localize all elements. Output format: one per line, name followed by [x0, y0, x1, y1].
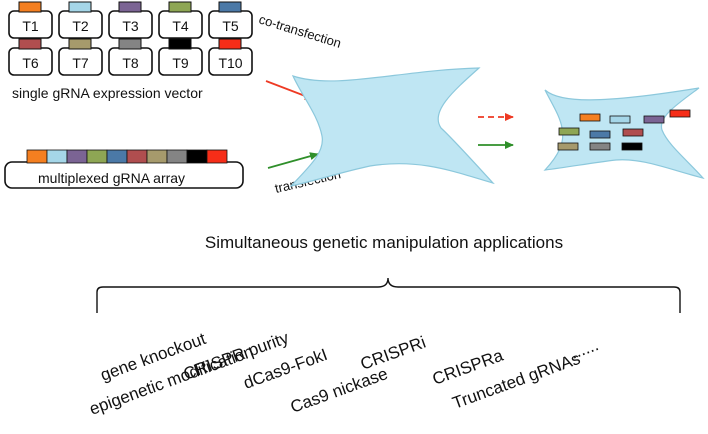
- intracellular-guide: [579, 113, 601, 122]
- vector-label: T4: [172, 18, 189, 34]
- intracellular-guides: [557, 109, 691, 151]
- vector-label: T10: [218, 55, 242, 71]
- intracellular-guide: [643, 115, 665, 124]
- guide-block: [68, 38, 92, 50]
- guide-block: [168, 38, 192, 50]
- vector-t6: T6: [8, 38, 53, 76]
- applications-brace: [96, 277, 681, 313]
- guide-block: [118, 1, 142, 13]
- vector-label: T9: [172, 55, 189, 71]
- intracellular-guide: [589, 130, 611, 139]
- vector-t1: T1: [8, 1, 53, 39]
- guide-block: [218, 1, 242, 13]
- array-guide-block: [206, 149, 228, 164]
- array-guide-block: [186, 149, 208, 164]
- application-label: ......: [568, 335, 601, 363]
- vector-t2: T2: [58, 1, 103, 39]
- intracellular-guide: [622, 128, 644, 137]
- array-guide-block: [66, 149, 88, 164]
- intracellular-guide: [557, 142, 579, 151]
- array-caption: multiplexed gRNA array: [38, 170, 185, 186]
- vector-label: T3: [122, 18, 139, 34]
- array-guide-block: [86, 149, 108, 164]
- array-guide-block: [106, 149, 128, 164]
- guide-block: [18, 1, 42, 13]
- vector-t8: T8: [108, 38, 153, 76]
- vector-t5: T5: [208, 1, 253, 39]
- intracellular-guide: [609, 115, 631, 124]
- intracellular-guide: [558, 127, 580, 136]
- multiplexed-array: [4, 149, 244, 189]
- vector-label: T5: [222, 18, 239, 34]
- array-guide-block: [26, 149, 48, 164]
- array-guide-block: [126, 149, 148, 164]
- array-guide-block: [46, 149, 68, 164]
- guide-block: [18, 38, 42, 50]
- array-guide-blocks: [26, 149, 228, 164]
- cotransfection-label: co-transfection: [257, 12, 343, 51]
- intracellular-guide: [621, 142, 643, 151]
- vector-t3: T3: [108, 1, 153, 39]
- guide-block: [118, 38, 142, 50]
- transfection-arrow: [267, 152, 319, 169]
- vector-caption: single gRNA expression vector: [12, 85, 203, 101]
- vector-label: T2: [72, 18, 89, 34]
- guide-block: [168, 1, 192, 13]
- guide-block: [68, 1, 92, 13]
- vector-t9: T9: [158, 38, 203, 76]
- vector-label: T6: [22, 55, 39, 71]
- applications-title: Simultaneous genetic manipulation applic…: [205, 233, 563, 252]
- array-guide-block: [146, 149, 168, 164]
- vector-t7: T7: [58, 38, 103, 76]
- untreated-cell: [289, 67, 495, 188]
- vector-label: T1: [22, 18, 39, 34]
- vector-t4: T4: [158, 1, 203, 39]
- intracellular-guide: [589, 142, 611, 151]
- application-label: CRISPRi: [358, 333, 428, 374]
- array-guide-block: [166, 149, 188, 164]
- vector-label: T7: [72, 55, 89, 71]
- vector-label: T8: [122, 55, 139, 71]
- vector-t10: T10: [208, 38, 253, 76]
- intracellular-guide: [669, 109, 691, 118]
- guide-block: [218, 38, 242, 50]
